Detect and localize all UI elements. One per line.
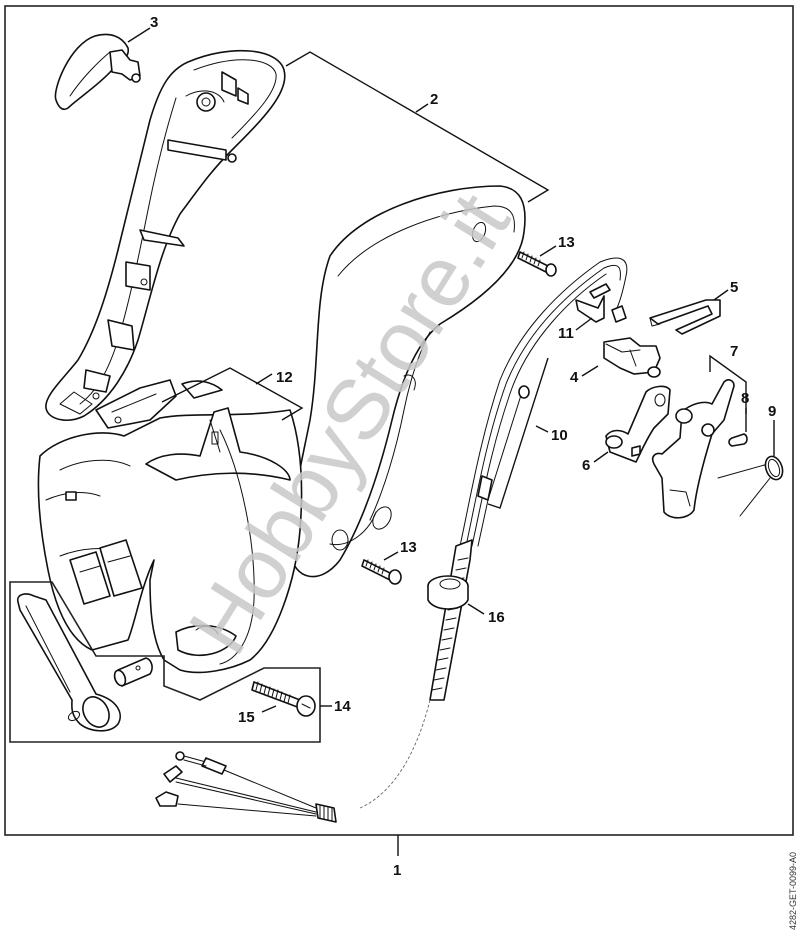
callout-2-leader [415, 103, 429, 113]
callout-1[interactable]: 1 [393, 862, 401, 879]
callout-2-bracket [285, 51, 550, 203]
callout-8[interactable]: 8 [741, 390, 749, 407]
part-8-sleeve[interactable] [728, 433, 748, 447]
part-13-screw-lower[interactable] [361, 559, 402, 585]
part-9-torsion-spring[interactable] [717, 454, 786, 517]
part-13-screw-upper[interactable] [517, 251, 557, 277]
callout-16-leader [467, 603, 485, 615]
part-1-wiring-harness[interactable] [155, 751, 337, 823]
part-14-pin[interactable] [113, 657, 153, 687]
drawing-code: 4282-GET-0099-A0 [788, 852, 798, 930]
part-12-clamp-housing[interactable] [37, 379, 303, 674]
callout-14-group-frame [9, 581, 321, 743]
callout-6-leader [593, 451, 609, 463]
callout-5-leader [713, 289, 729, 301]
callout-3[interactable]: 3 [150, 14, 158, 31]
callout-7[interactable]: 7 [730, 343, 738, 360]
callout-13-upper[interactable]: 13 [558, 234, 575, 251]
callout-11-leader [575, 317, 593, 331]
callout-6[interactable]: 6 [582, 457, 590, 474]
callout-12-leader [255, 373, 273, 385]
callout-13-lower[interactable]: 13 [400, 539, 417, 556]
callout-16[interactable]: 16 [488, 609, 505, 626]
callout-5[interactable]: 5 [730, 279, 738, 296]
callout-7-bracket [709, 354, 747, 414]
part-10-cable-set[interactable] [459, 257, 628, 547]
part-2-handle-left-half[interactable] [45, 49, 286, 421]
part-3-knob[interactable] [54, 33, 141, 111]
callout-12-bracket [161, 367, 304, 421]
callout-9[interactable]: 9 [768, 403, 776, 420]
callout-10-leader [535, 425, 549, 433]
callout-13b-leader [383, 551, 399, 561]
callout-4-leader [581, 365, 599, 377]
part-2-handle-right-half[interactable] [288, 185, 526, 578]
part-5-clip[interactable] [649, 299, 721, 335]
part-4-switch[interactable] [603, 337, 661, 378]
callout-13a-leader [539, 245, 557, 257]
diagram-frame [4, 5, 794, 836]
part-16-grommet-hose[interactable] [427, 539, 473, 701]
callout-14[interactable]: 14 [334, 698, 351, 715]
callout-15[interactable]: 15 [238, 709, 255, 726]
callout-2[interactable]: 2 [430, 91, 438, 108]
part-7-throttle-trigger[interactable] [651, 379, 735, 519]
callout-10[interactable]: 10 [551, 427, 568, 444]
callout-12[interactable]: 12 [276, 369, 293, 386]
part-15-screw[interactable] [251, 681, 316, 717]
callout-15-leader [261, 705, 277, 713]
callout-3-leader [127, 27, 151, 43]
callout-4[interactable]: 4 [570, 369, 579, 386]
callout-10-bracket [487, 357, 549, 509]
cable-continuation-line [359, 699, 431, 809]
part-6-lever[interactable] [605, 385, 671, 463]
part-11-contact-spring[interactable] [575, 295, 605, 323]
part-14-clamp-lever[interactable] [16, 593, 121, 732]
callout-11[interactable]: 11 [558, 325, 574, 342]
